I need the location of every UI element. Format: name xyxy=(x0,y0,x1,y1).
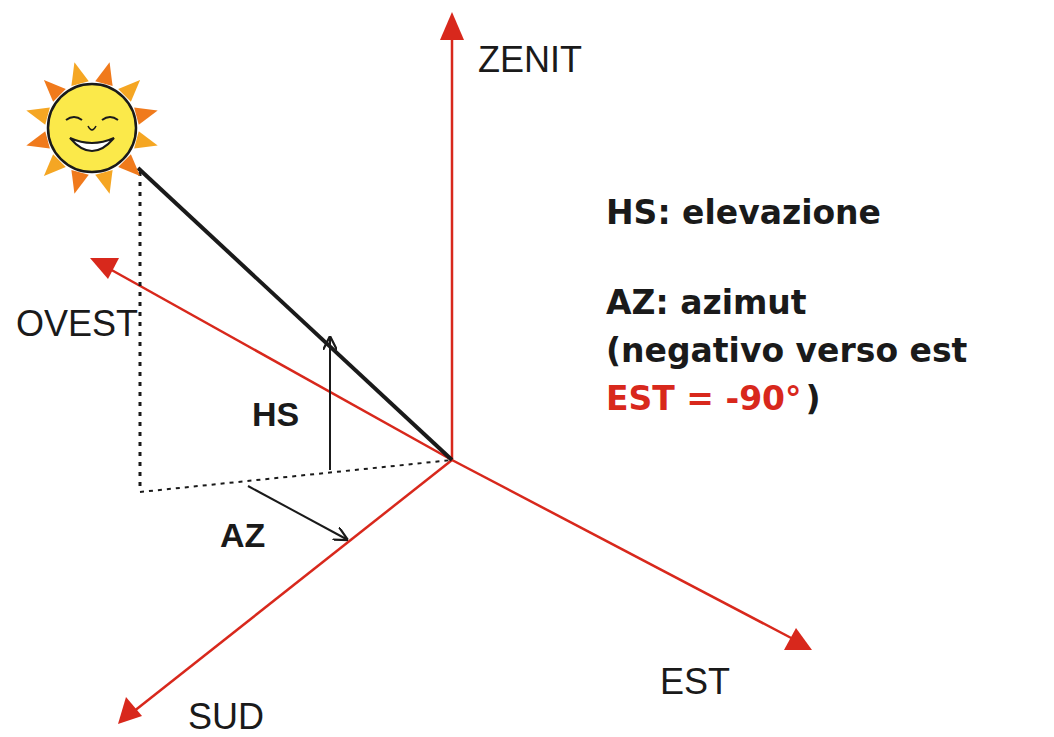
sun-symbol xyxy=(24,60,160,196)
legend-note: HS: elevazione xyxy=(606,196,881,229)
west-axis xyxy=(108,268,452,460)
arrowhead xyxy=(118,697,142,724)
arrowhead xyxy=(440,12,464,40)
elevation-arrow xyxy=(329,336,331,470)
sun-ray xyxy=(24,102,50,125)
sun-ray xyxy=(134,102,160,125)
sun-ray xyxy=(66,170,89,196)
sun-ray xyxy=(24,131,50,154)
sun-ray xyxy=(66,60,89,86)
legend-note: AZ: azimut xyxy=(606,286,807,319)
axis-label: EST xyxy=(660,664,730,700)
axes xyxy=(90,12,812,724)
zenith-axis xyxy=(451,32,454,460)
south-axis xyxy=(133,460,452,712)
axis-label: OVEST xyxy=(16,306,138,342)
axis-label: ZENIT xyxy=(478,42,582,78)
sun-direction xyxy=(138,168,452,460)
arrowhead xyxy=(784,628,812,650)
axis-label: SUD xyxy=(188,699,264,735)
arrowhead xyxy=(90,258,119,279)
legend-note: EST = -90° xyxy=(606,382,802,415)
legend-note: (negativo verso est xyxy=(606,334,967,367)
vertical-projection xyxy=(139,172,142,492)
sun-ray xyxy=(95,60,118,86)
legend-note: ) xyxy=(806,382,821,415)
horizontal-projection xyxy=(140,460,452,492)
east-axis xyxy=(452,460,795,640)
angle-label: HS xyxy=(252,397,299,431)
sun-ray xyxy=(134,131,160,154)
angle-label: AZ xyxy=(220,518,265,552)
sun-ray xyxy=(95,170,118,196)
